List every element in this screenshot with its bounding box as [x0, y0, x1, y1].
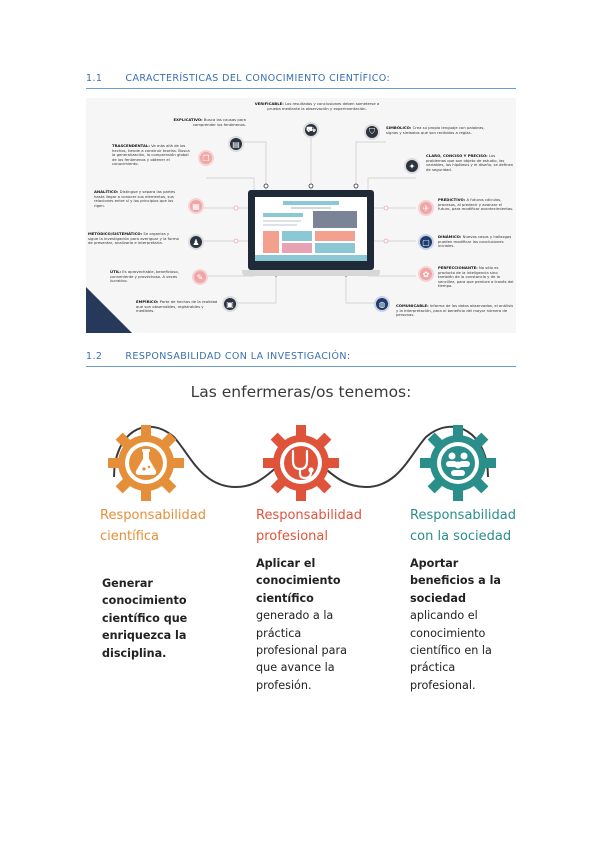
dinamico-icon: ▢	[418, 234, 434, 250]
item-empirico: EMPÍRICO: Parte de hechos de la realidad…	[136, 299, 218, 314]
laptop-illustration	[242, 190, 380, 276]
item-claro: CLARO, CONCISO Y PRECISO: Los problemas …	[426, 153, 514, 172]
claro-icon: ✦	[404, 158, 420, 174]
simbolico-icon: ⛉	[364, 124, 380, 140]
item-comunicable: COMUNICABLE: Informa de los datos observ…	[396, 303, 514, 318]
column-3-heading: Responsabilidad con la sociedad	[410, 508, 516, 544]
section-number: 1.2	[86, 351, 103, 362]
analitico-icon: ▦	[188, 198, 204, 214]
item-simbolico: SIMBÓLICO: Crea su propio lenguaje con p…	[386, 125, 485, 135]
responsibilities-figure: Las enfermeras/os tenemos:	[86, 377, 516, 707]
heading-rule	[86, 88, 516, 89]
item-verificable: VERIFICABLE: Los resultados y conclusion…	[254, 101, 380, 111]
section-title: RESPONSABILIDAD CON LA INVESTIGACIÓN:	[125, 351, 351, 362]
verificable-icon: ⛟	[303, 122, 319, 138]
trascendental-icon: ❐	[198, 150, 214, 166]
item-predictivo: PREDICTIVO: A futuros cálculos, procesos…	[438, 197, 514, 212]
flask-icon	[135, 449, 157, 475]
people-icon	[446, 452, 470, 476]
characteristics-infographic: ⛟ VERIFICABLE: Los resultados y conclusi…	[86, 98, 516, 333]
column-1-heading: Responsabilidad científica	[100, 508, 206, 544]
laptop-base	[242, 270, 380, 276]
item-dinamico: DINÁMICO: Nuevos casos y hallazgos puede…	[438, 234, 512, 249]
perfeccionante-icon: ✿	[418, 266, 434, 282]
section-heading-1: 1.1 CARACTERÍSTICAS DEL CONOCIMIENTO CIE…	[86, 73, 516, 84]
screen-content	[255, 201, 367, 261]
item-analitico: ANALÍTICO: Distingue y separa las partes…	[94, 189, 176, 208]
corner-decoration	[86, 287, 132, 333]
item-metodico: METÓDICO/SISTEMÁTICO: Se organiza y sigu…	[88, 231, 179, 246]
figure-title: Las enfermeras/os tenemos:	[190, 383, 412, 401]
item-explicativo: EXPLICATIVO: Busca las causas para compr…	[173, 117, 246, 127]
predictivo-icon: ✈	[418, 200, 434, 216]
item-util: ÚTIL: Es aprovechable, beneficioso, conv…	[110, 269, 179, 284]
item-trascendental: TRASCENDENTAL: Va más allá de los hechos…	[112, 143, 190, 167]
column-1-body: Generar conocimiento científico que enri…	[102, 577, 188, 660]
section-number: 1.1	[86, 73, 103, 84]
empirico-icon: ▣	[222, 296, 238, 312]
column-3-body: Aportar beneficios a la sociedad aplican…	[410, 557, 501, 692]
comunicable-icon: ◍	[374, 296, 390, 312]
gear-red	[263, 425, 339, 501]
explicativo-icon: ▤	[228, 136, 244, 152]
heading-rule	[86, 366, 516, 367]
laptop-screen	[255, 197, 367, 261]
gear-orange	[108, 425, 184, 501]
section-heading-2: 1.2 RESPONSABILIDAD CON LA INVESTIGACIÓN…	[86, 351, 516, 362]
gear-teal	[420, 425, 496, 501]
stethoscope-icon	[291, 449, 313, 480]
metodico-icon: ♟	[188, 234, 204, 250]
section-title: CARACTERÍSTICAS DEL CONOCIMIENTO CIENTÍF…	[125, 73, 391, 84]
item-perfeccionante: PERFECCIONANTE: No sólo es producto de l…	[438, 265, 514, 289]
column-2-heading: Responsabilidad profesional	[256, 508, 362, 544]
util-icon: ✎	[192, 269, 208, 285]
column-2-body: Aplicar el conocimiento científico gener…	[256, 557, 347, 692]
